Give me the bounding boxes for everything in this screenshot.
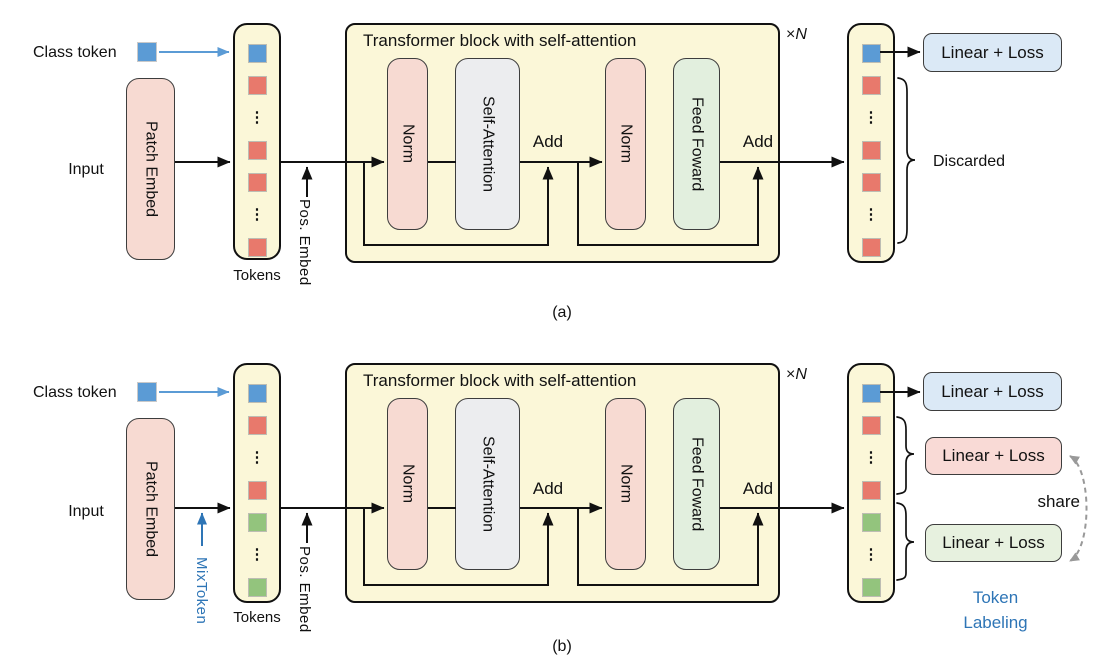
tokens-column-input: ⋮⋮: [233, 363, 281, 603]
input-label: Input: [68, 503, 104, 520]
class-token-label: Class token: [33, 384, 117, 401]
patch-token-square: [861, 416, 881, 435]
mixtoken-label: MixToken: [193, 557, 210, 625]
norm-label-1: Norm: [399, 124, 417, 164]
patch-token-square: [247, 481, 267, 500]
norm-label-2: Norm: [617, 124, 635, 164]
add-label-1: Add: [532, 132, 564, 151]
self-attention-label: Self-Attention: [479, 95, 497, 193]
norm-box-1: Norm: [387, 58, 428, 230]
repeat-n-label: ×N: [786, 366, 807, 383]
self-attention-box: Self-Attention: [455, 398, 520, 570]
ellipsis: ⋮: [863, 546, 879, 563]
feed-forward-box: Feed Foward: [673, 58, 720, 230]
self-attention-box: Self-Attention: [455, 58, 520, 230]
tokens-column-input: ⋮⋮: [233, 23, 281, 260]
transformer-block-title: Transformer block with self-attention: [363, 371, 637, 390]
mixed-token-square: [861, 578, 881, 597]
patch-token-square: [861, 238, 881, 257]
patch-token-square: [861, 141, 881, 160]
patch-embed-box: Patch Embed: [126, 418, 175, 600]
add-label-2: Add: [742, 479, 774, 498]
patch-token-square: [247, 76, 267, 95]
patch-token-square: [861, 481, 881, 500]
patch-token-square: [861, 173, 881, 192]
class-token-label: Class token: [33, 44, 117, 61]
mixed-token-square: [247, 513, 267, 532]
linear-loss-label: Linear + Loss: [941, 42, 1044, 62]
linear-loss-label-class: Linear + Loss: [941, 381, 1044, 401]
token-labeling-label: Token Labeling: [963, 588, 1028, 632]
ellipsis: ⋮: [863, 206, 879, 223]
mixed-token-square: [247, 578, 267, 597]
input-label: Input: [68, 161, 104, 178]
caption-a: (a): [552, 304, 572, 321]
norm-label-2: Norm: [617, 464, 635, 504]
ellipsis: ⋮: [863, 109, 879, 126]
transformer-block-title: Transformer block with self-attention: [363, 31, 637, 50]
patch-embed-label: Patch Embed: [142, 120, 160, 218]
tokens-label: Tokens: [233, 267, 281, 284]
patch-token-square: [861, 76, 881, 95]
tokens-column-output: ⋮⋮: [847, 363, 895, 603]
feed-forward-box: Feed Foward: [673, 398, 720, 570]
tokens-label: Tokens: [233, 609, 281, 626]
patch-tokens-brace: [896, 416, 915, 495]
patch-token-square: [247, 173, 267, 192]
add-label-2: Add: [742, 132, 774, 151]
class-token-square: [861, 384, 881, 403]
feed-forward-label: Feed Foward: [688, 436, 706, 532]
discarded-brace: [897, 77, 916, 244]
repeat-n-label: ×N: [786, 26, 807, 43]
class-token-square: [137, 382, 157, 402]
norm-box-1: Norm: [387, 398, 428, 570]
pos-embed-label: Pos. Embed: [296, 199, 313, 286]
patch-embed-label: Patch Embed: [142, 460, 160, 558]
patch-token-square: [247, 141, 267, 160]
patch-embed-box: Patch Embed: [126, 78, 175, 260]
mixed-tokens-brace: [896, 502, 915, 581]
mixed-token-square: [861, 513, 881, 532]
discarded-label: Discarded: [933, 153, 1006, 170]
ellipsis: ⋮: [249, 206, 265, 223]
feed-forward-label: Feed Foward: [688, 96, 706, 192]
class-token-square: [247, 44, 267, 63]
add-label-1: Add: [532, 479, 564, 498]
ellipsis: ⋮: [249, 449, 265, 466]
ellipsis: ⋮: [249, 546, 265, 563]
ellipsis: ⋮: [863, 449, 879, 466]
patch-token-square: [247, 238, 267, 257]
caption-b: (b): [552, 638, 572, 655]
share-label: share: [1037, 492, 1080, 511]
linear-loss-box: Linear + Loss: [923, 33, 1062, 72]
norm-label-1: Norm: [399, 464, 417, 504]
norm-box-2: Norm: [605, 58, 646, 230]
linear-loss-label-patch: Linear + Loss: [942, 446, 1045, 465]
class-token-square: [137, 42, 157, 62]
linear-loss-box-class: Linear + Loss: [923, 372, 1062, 411]
linear-loss-box-patch: Linear + Loss: [925, 437, 1062, 475]
linear-loss-label-mixed: Linear + Loss: [942, 533, 1045, 552]
patch-token-square: [247, 416, 267, 435]
tokens-column-output: ⋮⋮: [847, 23, 895, 263]
linear-loss-box-mixed: Linear + Loss: [925, 524, 1062, 562]
class-token-square: [861, 44, 881, 63]
norm-box-2: Norm: [605, 398, 646, 570]
class-token-square: [247, 384, 267, 403]
ellipsis: ⋮: [249, 109, 265, 126]
pos-embed-label: Pos. Embed: [296, 546, 313, 633]
self-attention-label: Self-Attention: [479, 435, 497, 533]
